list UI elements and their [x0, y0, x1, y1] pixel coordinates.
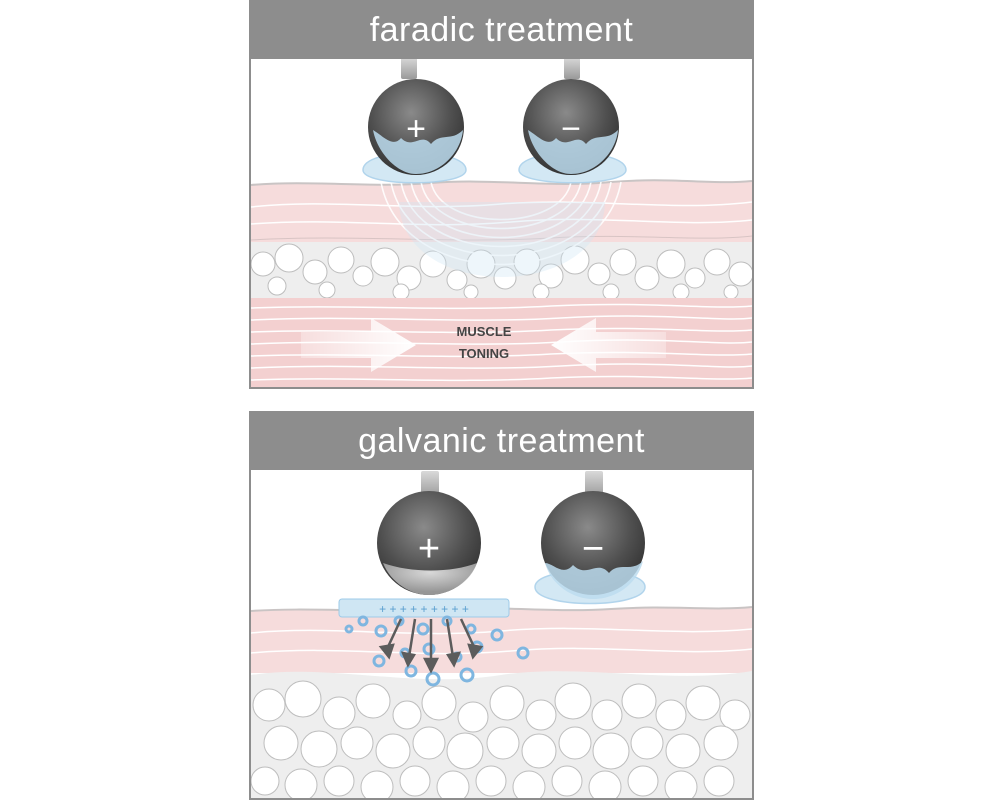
- contraction-arrow-right: [301, 318, 416, 372]
- muscle-label: MUSCLE: [457, 324, 512, 339]
- galvanic-pad: [338, 598, 510, 618]
- negative-sign: −: [582, 528, 604, 570]
- positive-electrode: +: [368, 57, 464, 175]
- fat-cells: [251, 680, 751, 798]
- faradic-title: faradic treatment: [251, 2, 752, 59]
- galvanic-illustration: + + + + + + + + + +: [251, 471, 752, 798]
- skin-layer: [251, 180, 752, 247]
- pad-charges: + + + + + + + + +: [379, 602, 469, 616]
- skin-surface-line: [251, 179, 752, 186]
- ion-arrows: [378, 618, 484, 674]
- faradic-panel: faradic treatment: [249, 0, 754, 389]
- contraction-arrow-left: [551, 318, 666, 372]
- fat-cells: [251, 243, 752, 301]
- current-field: [380, 181, 622, 266]
- faradic-illustration: MUSCLE TONING + −: [251, 57, 752, 387]
- galvanic-title: galvanic treatment: [251, 413, 752, 470]
- negative-electrode: −: [523, 57, 619, 175]
- positive-sign: +: [418, 528, 440, 570]
- toning-label: TONING: [459, 346, 509, 361]
- negative-sign: −: [561, 110, 581, 148]
- negative-electrode: −: [541, 471, 645, 599]
- positive-electrode: +: [377, 471, 481, 595]
- positive-sign: +: [406, 110, 426, 148]
- galvanic-panel: galvanic treatment: [249, 411, 754, 800]
